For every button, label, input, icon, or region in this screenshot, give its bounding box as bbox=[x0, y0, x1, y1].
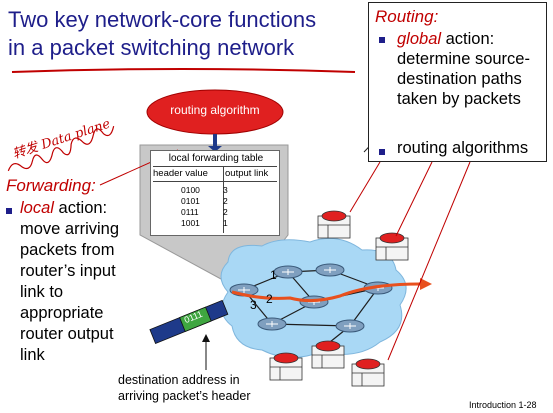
slide-footer: Introduction 1-28 bbox=[469, 400, 537, 410]
slide-title: Two key network-core functions in a pack… bbox=[8, 6, 368, 62]
table-divider bbox=[153, 166, 277, 167]
routing-bullet-1: global action: determine source-destinat… bbox=[397, 29, 547, 109]
routing-bullet-1-em: global bbox=[397, 30, 442, 48]
bullet-icon bbox=[379, 149, 385, 155]
header-value-column-label: header value bbox=[153, 168, 208, 179]
handwritten-annotation bbox=[7, 126, 115, 172]
destination-label-line-2: arriving packet’s header bbox=[118, 389, 251, 403]
title-underline bbox=[11, 68, 356, 73]
routing-heading: Routing: bbox=[375, 7, 439, 26]
routing-bullet-2: routing algorithms bbox=[397, 139, 529, 157]
link-number-1: 1 bbox=[270, 268, 277, 282]
destination-arrowhead bbox=[202, 334, 210, 342]
destination-label-line-1: destination address in bbox=[118, 373, 240, 387]
output-link-column-label: output link bbox=[225, 168, 269, 179]
oval-arrowhead bbox=[208, 146, 222, 152]
incoming-packet bbox=[149, 299, 229, 344]
bullet-icon bbox=[6, 208, 12, 214]
link-number-3: 3 bbox=[250, 298, 257, 312]
routing-bullet-1-text: action: determine source-destination pat… bbox=[397, 30, 530, 108]
routing-pointer-1 bbox=[349, 161, 381, 213]
forwarding-table: local forwarding table header value outp… bbox=[150, 150, 280, 236]
packet-path bbox=[231, 282, 421, 303]
bullet-icon bbox=[379, 37, 385, 43]
forwarding-bullet-em: local bbox=[20, 199, 54, 217]
routing-pointer-3 bbox=[387, 161, 471, 361]
host-servers bbox=[269, 210, 409, 387]
link-number-2: 2 bbox=[266, 292, 273, 306]
packet-path-arrowhead bbox=[420, 278, 432, 290]
title-line-1: Two key network-core functions bbox=[8, 7, 317, 32]
title-line-2: in a packet switching network bbox=[8, 35, 295, 60]
routing-callout: Routing: global action: determine source… bbox=[368, 2, 547, 162]
routing-pointer-2 bbox=[395, 161, 433, 237]
table-divider bbox=[153, 181, 277, 182]
routing-algorithm-label: routing algorithm bbox=[170, 103, 260, 117]
forwarding-table-title: local forwarding table bbox=[168, 153, 264, 164]
table-column-divider bbox=[223, 167, 224, 233]
forwarding-bullet-text: action: move arriving packets from route… bbox=[20, 199, 120, 364]
destination-label: destination address in arriving packet’s… bbox=[118, 372, 250, 404]
forwarding-heading: Forwarding: bbox=[6, 176, 96, 195]
forwarding-bullet: local action: move arriving packets from… bbox=[20, 198, 130, 366]
